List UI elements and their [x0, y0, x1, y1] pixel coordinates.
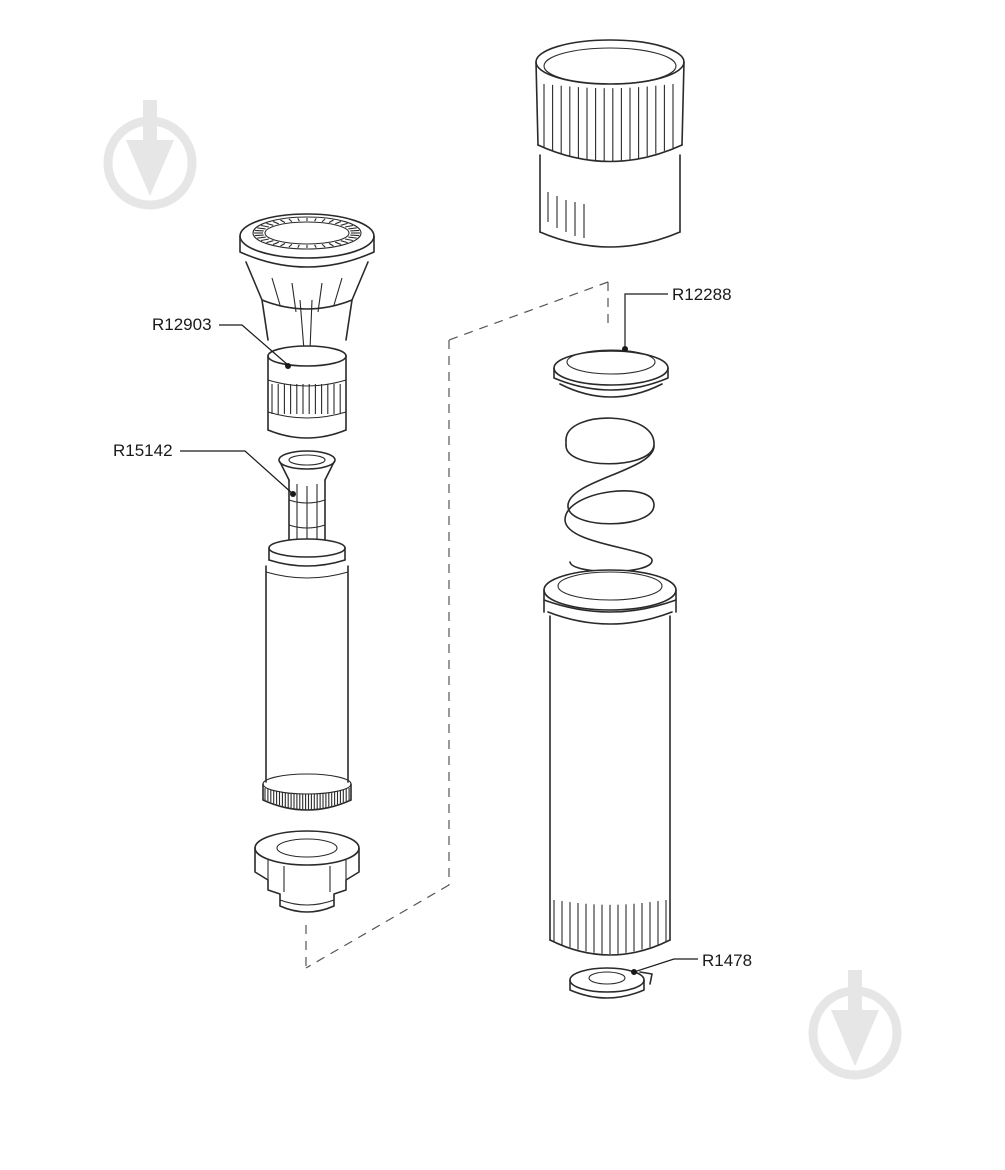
check-valve-part: [569, 967, 653, 999]
watermark-logo-bottom-right: [808, 970, 902, 1080]
collar-cap-part: [254, 830, 360, 913]
label-r1478: R1478: [631, 951, 752, 975]
label-r15142: R15142: [113, 441, 296, 497]
wiper-seal-part: [553, 349, 669, 398]
nozzle-head-part: [239, 213, 375, 439]
screen-filter-part: [278, 450, 336, 548]
r12903-text: R12903: [152, 315, 212, 334]
r15142-text: R15142: [113, 441, 173, 460]
sprinkler-body-part: [543, 569, 677, 956]
watermark-logo-top-left: [103, 100, 197, 210]
label-r12903: R12903: [152, 315, 291, 369]
riser-body-part: [262, 538, 352, 811]
spring-part: [564, 417, 655, 573]
label-r12288: R12288: [622, 285, 732, 352]
outer-cap-part: [535, 39, 685, 248]
assembly-guide-lines: [305, 281, 609, 969]
r1478-text: R1478: [702, 951, 752, 970]
r12288-text: R12288: [672, 285, 732, 304]
